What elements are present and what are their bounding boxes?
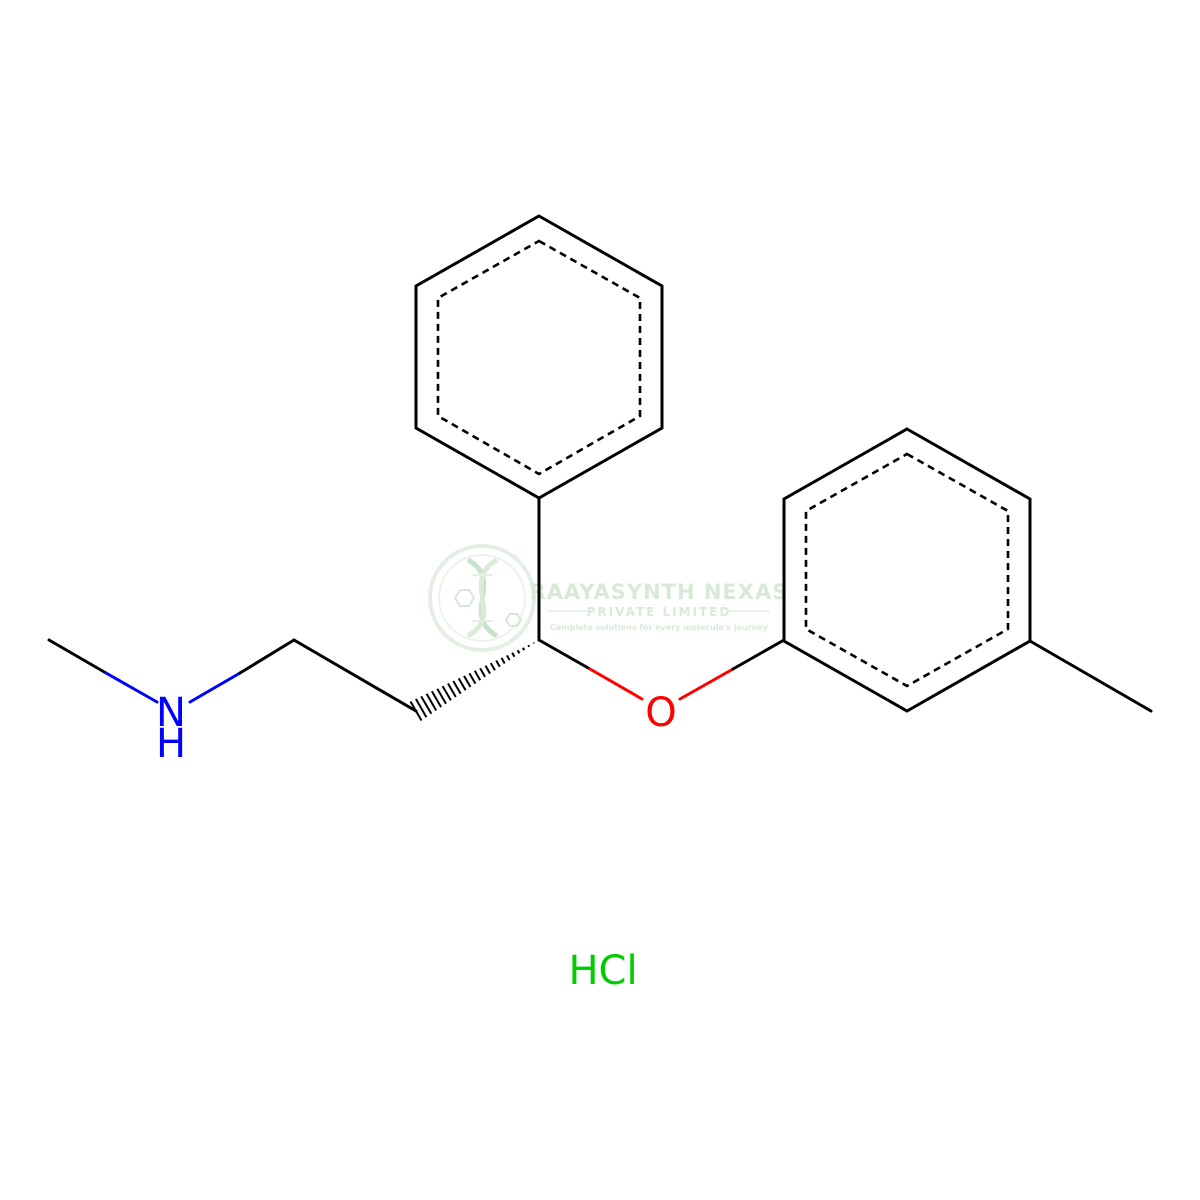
watermark-company: RAAYASYNTH NEXAS xyxy=(530,580,789,604)
hash-wedge-stroke xyxy=(484,665,491,675)
hash-wedge-stroke xyxy=(489,662,496,671)
bond-tolyl-methyl xyxy=(1028,639,1153,713)
hash-wedge-stroke xyxy=(436,688,447,705)
hash-wedge-stroke xyxy=(479,667,486,678)
bond-n-ch2-blue xyxy=(188,671,242,704)
hash-wedge-stroke xyxy=(463,675,472,688)
watermark-tagline: Complete solutions for every molecule's … xyxy=(550,623,769,632)
hash-wedge-stroke xyxy=(527,644,531,648)
atom-n: N xyxy=(156,690,186,736)
bond-o-aryl-black xyxy=(731,638,786,671)
bond-ch2-ch2 xyxy=(292,638,418,713)
bond-n-ch2-black xyxy=(238,638,296,675)
hash-wedge-stroke xyxy=(516,649,521,654)
hash-wedge-stroke xyxy=(441,685,452,701)
hash-wedge-stroke xyxy=(511,652,516,658)
bond-c-o-red xyxy=(588,667,644,701)
counterion-hcl: HCl xyxy=(568,948,637,994)
hash-wedge-stroke xyxy=(473,670,482,681)
hash-wedge-stroke xyxy=(495,660,501,668)
hash-wedge-stroke xyxy=(522,647,526,651)
atom-o: O xyxy=(645,690,676,736)
hash-wedge-stroke xyxy=(457,677,467,691)
hash-wedge-stroke xyxy=(420,695,433,715)
stereo-hash-wedge xyxy=(409,642,535,722)
tolyl-ring xyxy=(782,427,1032,713)
bond-o-aryl-red xyxy=(678,667,735,701)
phenyl-ring xyxy=(414,214,664,500)
hash-wedge-stroke xyxy=(409,700,423,722)
hash-wedge-stroke xyxy=(500,657,506,664)
hash-wedge-stroke xyxy=(532,642,535,644)
hash-wedge-stroke xyxy=(425,693,438,711)
bond-c-o-black xyxy=(537,638,592,671)
phenyl-ring-aromatic xyxy=(436,239,642,476)
hash-wedge-stroke xyxy=(452,680,462,695)
atom-n-hydrogen: H xyxy=(156,721,186,767)
watermark-subtitle: PRIVATE LIMITED xyxy=(587,605,732,619)
dna-helix-logo-icon xyxy=(428,544,536,652)
hash-wedge-stroke xyxy=(431,690,442,708)
bond-methyl-n-black xyxy=(47,638,108,675)
tolyl-ring-aromatic xyxy=(804,452,1010,688)
hash-wedge-stroke xyxy=(506,654,511,661)
hash-wedge-stroke xyxy=(468,672,477,685)
bonds xyxy=(47,214,1153,713)
watermark: RAAYASYNTH NEXAS PRIVATE LIMITED Complet… xyxy=(428,544,789,652)
hash-wedge-stroke xyxy=(447,682,457,698)
bond-methyl-n-blue xyxy=(104,671,159,704)
hash-wedge-stroke xyxy=(415,698,428,718)
